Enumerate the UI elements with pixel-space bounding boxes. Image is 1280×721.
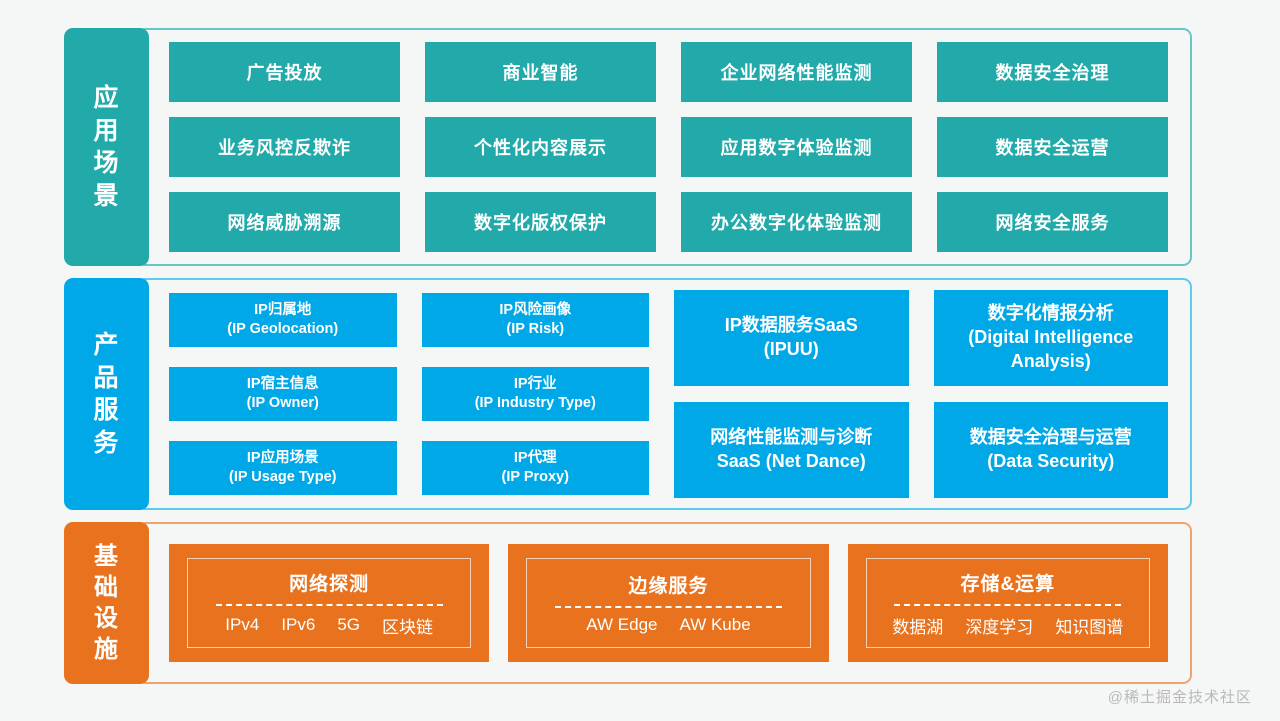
infrastructure-card-inner: 边缘服务 AW Edge AW Kube bbox=[526, 558, 811, 648]
layer-body-application-scenarios: 广告投放 商业智能 企业网络性能监测 数据安全治理 业务风控反欺诈 个性化内容展… bbox=[137, 28, 1192, 266]
app-scenario-card[interactable]: 商业智能 bbox=[425, 42, 656, 102]
layer-tab-infrastructure: 基 础 设 施 bbox=[64, 522, 149, 684]
product-card[interactable]: IP行业 (IP Industry Type) bbox=[421, 367, 649, 421]
tab-char: 设 bbox=[94, 605, 119, 632]
layer-product-services: 产 品 服 务 IP归属地 (IP Geolocation) IP风险画像 bbox=[64, 278, 1192, 510]
layer-infrastructure: 基 础 设 施 网络探测 IPv4 IPv6 5G 区块链 bbox=[64, 522, 1192, 684]
product-name-cn: IP数据服务SaaS bbox=[724, 315, 858, 336]
product-name-cn: IP代理 bbox=[513, 450, 557, 467]
infrastructure-card-title: 存储&运算 bbox=[960, 573, 1056, 595]
infrastructure-tag[interactable]: 深度学习 bbox=[965, 617, 1034, 637]
product-name-en: SaaS (Net Dance) bbox=[716, 451, 866, 471]
app-scenario-card[interactable]: 应用数字体验监测 bbox=[681, 117, 912, 177]
infrastructure-tag-list: 数据湖 深度学习 知识图谱 bbox=[892, 613, 1123, 638]
infrastructure-card-storage-compute[interactable]: 存储&运算 数据湖 深度学习 知识图谱 bbox=[847, 544, 1168, 662]
infrastructure-tag[interactable]: AW Kube bbox=[679, 615, 751, 634]
product-name-en: (Digital Intelligence Analysis) bbox=[968, 327, 1134, 371]
infrastructure-tag[interactable]: 区块链 bbox=[382, 617, 434, 637]
saas-product-card[interactable]: 网络性能监测与诊断 SaaS (Net Dance) bbox=[674, 402, 909, 498]
tab-char: 产 bbox=[93, 331, 120, 359]
ip-data-products-grid: IP归属地 (IP Geolocation) IP风险画像 (IP Risk) … bbox=[169, 293, 649, 495]
app-scenario-card[interactable]: 数据安全运营 bbox=[937, 117, 1168, 177]
product-name-cn: IP风险画像 bbox=[499, 302, 572, 319]
product-name-cn: IP行业 bbox=[513, 376, 557, 393]
infrastructure-card-network-probe[interactable]: 网络探测 IPv4 IPv6 5G 区块链 bbox=[169, 544, 490, 662]
infrastructure-tag[interactable]: IPv4 bbox=[225, 615, 260, 634]
layer-tab-application-scenarios: 应 用 场 景 bbox=[64, 28, 149, 266]
product-name-en: (IP Proxy) bbox=[501, 469, 569, 485]
saas-products-grid: IP数据服务SaaS (IPUU) 数字化情报分析 (Digital Intel… bbox=[674, 290, 1168, 498]
app-scenario-card[interactable]: 广告投放 bbox=[169, 42, 400, 102]
watermark: @稀土掘金技术社区 bbox=[1107, 689, 1252, 706]
tab-char: 服 bbox=[93, 396, 120, 424]
dashed-divider bbox=[894, 603, 1122, 606]
product-name-cn: IP归属地 bbox=[254, 302, 312, 319]
app-scenario-card[interactable]: 企业网络性能监测 bbox=[681, 42, 912, 102]
infrastructure-card-title: 网络探测 bbox=[289, 573, 370, 595]
infrastructure-tag-list: AW Edge AW Kube bbox=[586, 615, 750, 635]
infrastructure-tag-list: IPv4 IPv6 5G 区块链 bbox=[225, 613, 433, 638]
infrastructure-tag[interactable]: AW Edge bbox=[586, 615, 658, 634]
product-name-en: (IPUU) bbox=[763, 339, 819, 359]
product-name-en: (IP Industry Type) bbox=[474, 395, 596, 411]
product-card[interactable]: IP代理 (IP Proxy) bbox=[421, 441, 649, 495]
app-scenario-card[interactable]: 网络威胁溯源 bbox=[169, 192, 400, 252]
saas-product-card[interactable]: 数据安全治理与运营 (Data Security) bbox=[933, 402, 1168, 498]
tab-char: 用 bbox=[93, 116, 120, 145]
layer-body-product-services: IP归属地 (IP Geolocation) IP风险画像 (IP Risk) … bbox=[137, 278, 1192, 510]
infrastructure-card-inner: 网络探测 IPv4 IPv6 5G 区块链 bbox=[187, 558, 472, 648]
tab-char: 基 bbox=[94, 542, 119, 570]
app-scenario-card[interactable]: 办公数字化体验监测 bbox=[681, 192, 912, 252]
product-name-cn: 数字化情报分析 bbox=[987, 303, 1114, 324]
tab-char: 场 bbox=[93, 149, 120, 177]
product-name-en: (IP Usage Type) bbox=[229, 469, 337, 485]
infrastructure-tag[interactable]: 数据湖 bbox=[892, 617, 944, 637]
product-name-cn: IP应用场景 bbox=[246, 450, 319, 467]
dashed-divider bbox=[215, 603, 443, 606]
tab-char: 务 bbox=[93, 428, 120, 457]
layer-application-scenarios: 应 用 场 景 广告投放 商业智能 企业网络性能监测 数据安全治理 业务风控反欺… bbox=[64, 28, 1192, 266]
product-card[interactable]: IP归属地 (IP Geolocation) bbox=[169, 293, 397, 347]
product-card[interactable]: IP宿主信息 (IP Owner) bbox=[169, 367, 397, 421]
tab-char: 应 bbox=[93, 84, 120, 112]
infrastructure-card-inner: 存储&运算 数据湖 深度学习 知识图谱 bbox=[865, 558, 1150, 648]
apps-grid: 广告投放 商业智能 企业网络性能监测 数据安全治理 业务风控反欺诈 个性化内容展… bbox=[169, 42, 1168, 252]
infrastructure-tag[interactable]: IPv6 bbox=[281, 615, 316, 634]
product-services-wrapper: IP归属地 (IP Geolocation) IP风险画像 (IP Risk) … bbox=[139, 280, 1190, 508]
infrastructure-card-edge-service[interactable]: 边缘服务 AW Edge AW Kube bbox=[508, 544, 829, 662]
product-name-cn: 数据安全治理与运营 bbox=[969, 427, 1132, 448]
product-name-en: (IP Risk) bbox=[506, 321, 565, 337]
app-scenario-card[interactable]: 网络安全服务 bbox=[937, 192, 1168, 252]
infrastructure-cards: 网络探测 IPv4 IPv6 5G 区块链 边缘服务 bbox=[139, 524, 1190, 682]
layer-tab-product-services: 产 品 服 务 bbox=[64, 278, 149, 510]
product-name-cn: 网络性能监测与诊断 bbox=[710, 427, 873, 448]
apps-grid-wrapper: 广告投放 商业智能 企业网络性能监测 数据安全治理 业务风控反欺诈 个性化内容展… bbox=[139, 30, 1190, 264]
product-card[interactable]: IP应用场景 (IP Usage Type) bbox=[169, 441, 397, 495]
app-scenario-card[interactable]: 数字化版权保护 bbox=[425, 192, 656, 252]
product-name-cn: IP宿主信息 bbox=[246, 376, 319, 393]
saas-product-card[interactable]: IP数据服务SaaS (IPUU) bbox=[674, 290, 909, 386]
app-scenario-card[interactable]: 业务风控反欺诈 bbox=[169, 117, 400, 177]
app-scenario-card[interactable]: 数据安全治理 bbox=[937, 42, 1168, 102]
tab-char: 景 bbox=[93, 181, 120, 210]
infrastructure-card-title: 边缘服务 bbox=[628, 576, 709, 597]
tab-char: 施 bbox=[94, 636, 119, 664]
infrastructure-tag[interactable]: 知识图谱 bbox=[1055, 617, 1124, 637]
dashed-divider bbox=[554, 606, 783, 608]
saas-product-card[interactable]: 数字化情报分析 (Digital Intelligence Analysis) bbox=[933, 290, 1168, 386]
infrastructure-tag[interactable]: 5G bbox=[337, 615, 361, 634]
product-card[interactable]: IP风险画像 (IP Risk) bbox=[421, 293, 649, 347]
product-name-en: (IP Geolocation) bbox=[227, 321, 339, 337]
tab-char: 品 bbox=[93, 363, 120, 392]
layer-body-infrastructure: 网络探测 IPv4 IPv6 5G 区块链 边缘服务 bbox=[137, 522, 1192, 684]
app-scenario-card[interactable]: 个性化内容展示 bbox=[425, 117, 656, 177]
tab-char: 础 bbox=[94, 573, 119, 601]
product-name-en: (Data Security) bbox=[987, 451, 1115, 471]
product-name-en: (IP Owner) bbox=[246, 395, 319, 411]
